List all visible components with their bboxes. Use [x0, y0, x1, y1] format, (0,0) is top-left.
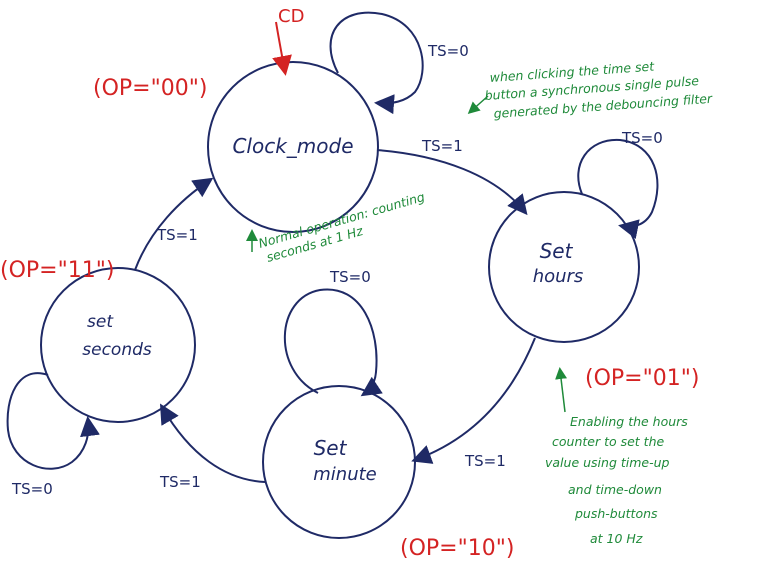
output-set-hours: (OP="01") — [585, 366, 699, 391]
state-clock-mode: Clock_mode — [207, 61, 379, 233]
transition-clock-to-hours: TS=1 — [376, 137, 528, 216]
note-time-set: when clicking the time set button a sync… — [467, 58, 713, 121]
note-enabling-hours-line-6: at 10 Hz — [590, 531, 643, 546]
state-set-minute: Set minute — [262, 385, 416, 539]
transition-clock-self: TS=0 — [329, 11, 469, 115]
transition-seconds-self-label: TS=0 — [11, 480, 53, 498]
transition-seconds-self: TS=0 — [6, 372, 100, 498]
transition-minute-to-seconds-label: TS=1 — [159, 473, 201, 491]
transition-minute-to-seconds: TS=1 — [159, 403, 266, 491]
reset-arrow: CD — [272, 6, 304, 76]
state-set-seconds-label-1: set — [87, 312, 114, 332]
transition-seconds-to-clock-label: TS=1 — [156, 226, 198, 244]
state-set-hours-label-1: Set — [540, 239, 574, 263]
output-set-seconds: (OP="11") — [0, 258, 114, 283]
state-set-seconds: set seconds — [40, 267, 196, 423]
state-set-hours-label-2: hours — [533, 266, 584, 287]
transition-clock-self-label: TS=0 — [427, 42, 469, 60]
note-enabling-hours-line-3: value using time-up — [545, 455, 670, 470]
transition-clock-to-hours-label: TS=1 — [421, 137, 463, 155]
state-clock-mode-label: Clock_mode — [232, 134, 353, 158]
transition-hours-self-label: TS=0 — [621, 129, 663, 147]
output-clock-mode: (OP="00") — [93, 76, 207, 101]
note-normal-operation: Normal operation: counting seconds at 1 … — [246, 189, 426, 265]
reset-label: CD — [278, 6, 304, 27]
output-set-minute: (OP="10") — [400, 536, 514, 561]
note-enabling-hours-line-4: and time-down — [568, 482, 662, 497]
transition-hours-to-minute: TS=1 — [411, 337, 536, 470]
state-set-hours: Set hours — [488, 191, 640, 343]
note-enabling-hours-line-1: Enabling the hours — [570, 414, 688, 429]
state-set-seconds-label-2: seconds — [82, 340, 152, 360]
transition-hours-to-minute-label: TS=1 — [464, 452, 506, 470]
transition-hours-self: TS=0 — [577, 129, 663, 239]
transition-seconds-to-clock: TS=1 — [134, 177, 214, 271]
transition-minute-self-label: TS=0 — [329, 268, 371, 286]
note-enabling-hours: Enabling the hours counter to set the va… — [545, 367, 688, 546]
state-set-minute-label-2: minute — [313, 464, 376, 485]
note-enabling-hours-line-2: counter to set the — [552, 434, 664, 449]
state-set-minute-label-1: Set — [314, 436, 348, 460]
note-enabling-hours-line-5: push-buttons — [574, 506, 658, 521]
transition-minute-self: TS=0 — [283, 268, 383, 397]
